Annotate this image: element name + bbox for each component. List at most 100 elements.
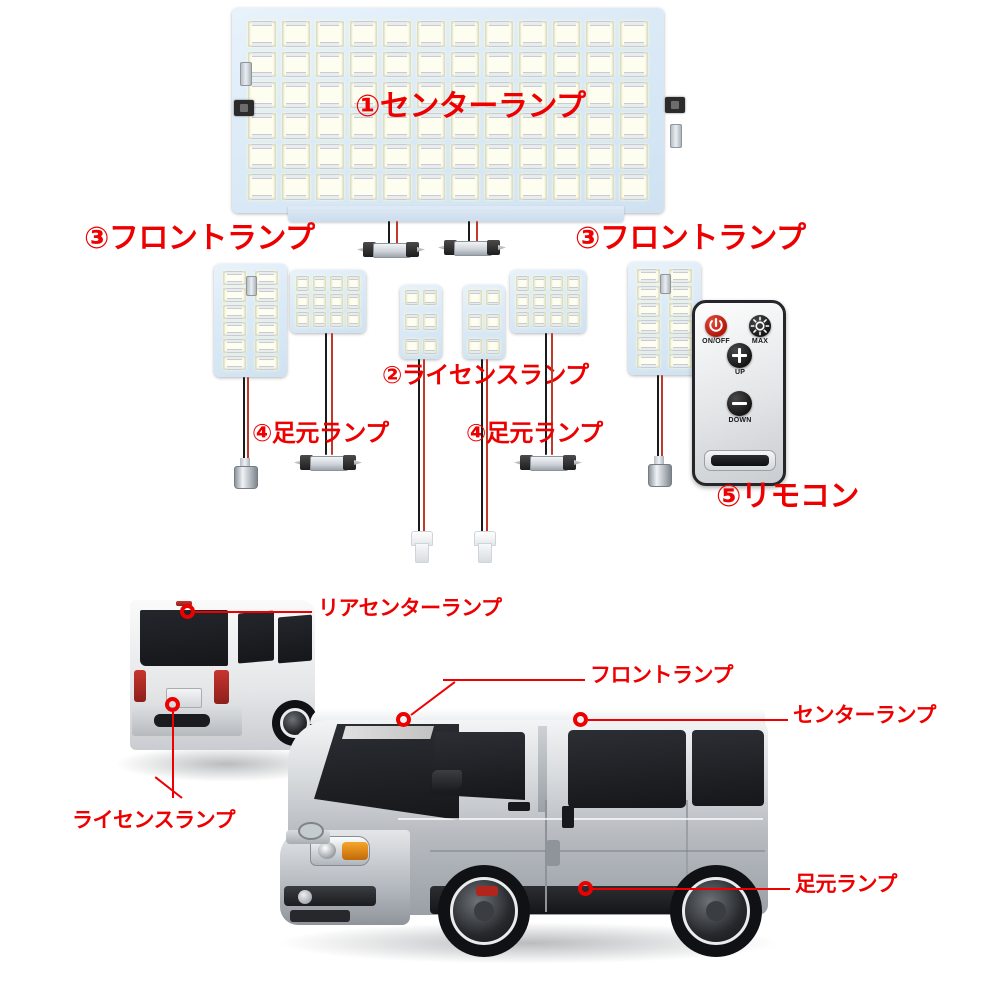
center-wire-black-1 <box>388 221 390 245</box>
center-lamp-panel <box>232 8 664 213</box>
led-chip <box>550 312 563 327</box>
led-chip <box>255 356 278 370</box>
foot-right-wire-red <box>551 333 553 455</box>
festoon-base-foot-left <box>294 453 362 473</box>
led-chip <box>315 82 344 108</box>
led-chip <box>533 294 546 309</box>
led-chip <box>486 314 500 330</box>
led-chip <box>669 354 692 368</box>
led-chip <box>405 338 419 355</box>
led-chip <box>486 290 500 306</box>
front-left-wire-black <box>243 377 245 462</box>
label-foot-lamp-left: ④足元ランプ <box>252 419 389 447</box>
led-chip <box>637 269 660 283</box>
led-chip <box>248 174 276 200</box>
led-chip <box>451 174 479 200</box>
led-chip <box>637 286 660 300</box>
label-center-lamp: ①センターランプ <box>355 89 586 124</box>
led-chip <box>255 288 278 302</box>
led-chip <box>468 314 482 330</box>
minus-icon[interactable] <box>727 391 752 416</box>
led-chip <box>486 338 500 355</box>
led-chip <box>669 320 692 334</box>
down-button-label: DOWN <box>728 417 752 424</box>
led-chip <box>315 21 344 47</box>
brightness-icon[interactable] <box>749 315 771 337</box>
led-chip <box>451 21 479 47</box>
on-off-button-label: ON/OFF <box>702 338 730 345</box>
callout-license-lamp: ライセンスランプ <box>72 808 235 832</box>
led-chip <box>637 303 660 317</box>
led-chip <box>296 312 309 327</box>
center-wire-black-2 <box>468 221 470 243</box>
center-panel-fuse-right <box>670 124 682 148</box>
led-chip <box>637 337 660 351</box>
led-chip <box>669 303 692 317</box>
led-chip <box>451 112 479 139</box>
foot-left-wire-red <box>331 333 333 455</box>
led-chip <box>417 51 445 78</box>
led-chip <box>669 337 692 351</box>
led-chip <box>255 271 278 285</box>
led-chip <box>349 174 378 200</box>
led-chip <box>349 143 378 170</box>
led-chip <box>586 21 615 47</box>
led-chip <box>383 112 412 139</box>
led-chip <box>620 21 648 47</box>
led-chip <box>383 174 412 200</box>
marker-front-lamp <box>396 712 411 727</box>
led-chip <box>248 143 276 170</box>
marker-foot-lamp <box>578 881 593 896</box>
festoon-base-foot-right <box>514 453 582 473</box>
marker-license-lamp <box>165 697 180 712</box>
led-chip <box>552 51 581 78</box>
led-chip <box>552 143 581 170</box>
bayonet-base-left <box>234 458 258 494</box>
led-chip <box>567 294 580 309</box>
led-chip <box>516 276 529 291</box>
plus-icon[interactable] <box>727 343 752 368</box>
led-chip <box>223 288 246 302</box>
led-chip <box>518 82 547 108</box>
license-left-wire-red <box>423 359 425 534</box>
center-lamp-panel-tab <box>288 206 624 222</box>
led-chip <box>518 21 547 47</box>
led-chip <box>468 290 482 306</box>
center-panel-socket-right <box>665 97 685 113</box>
led-chip <box>586 143 615 170</box>
front-left-fuse <box>246 276 257 296</box>
led-chip <box>347 312 360 327</box>
led-chip <box>315 51 344 78</box>
center-wire-red-1 <box>396 221 398 245</box>
led-chip <box>552 21 581 47</box>
led-chip <box>620 51 648 78</box>
led-chip <box>620 112 648 139</box>
center-wire-red-2 <box>476 221 478 243</box>
remote-control[interactable]: ON/OFF MAX UP DOWN <box>692 300 786 486</box>
foot-lamp-panel-left <box>290 270 366 333</box>
label-foot-lamp-right: ④足元ランプ <box>466 419 603 447</box>
led-chip <box>347 294 360 309</box>
license-right-wire-red <box>486 359 488 534</box>
license-left-wire-black <box>418 359 420 534</box>
led-chip <box>330 276 343 291</box>
led-chip <box>417 143 445 170</box>
led-chip <box>484 143 513 170</box>
power-icon[interactable] <box>705 315 727 337</box>
led-chip <box>255 322 278 336</box>
led-chip <box>484 51 513 78</box>
led-chip <box>451 143 479 170</box>
led-chip <box>281 112 310 139</box>
led-chip <box>423 290 437 306</box>
led-chip <box>383 82 412 108</box>
license-lamp-panel-left <box>400 285 442 359</box>
led-chip <box>313 294 326 309</box>
led-chip <box>349 82 378 108</box>
led-chip <box>620 82 648 108</box>
t10-wedge-base-right <box>473 531 496 563</box>
callout-foot-lamp: 足元ランプ <box>795 872 897 896</box>
led-chip <box>223 271 246 285</box>
led-chip <box>586 51 615 78</box>
led-chip <box>484 174 513 200</box>
center-panel-fuse <box>240 62 252 86</box>
